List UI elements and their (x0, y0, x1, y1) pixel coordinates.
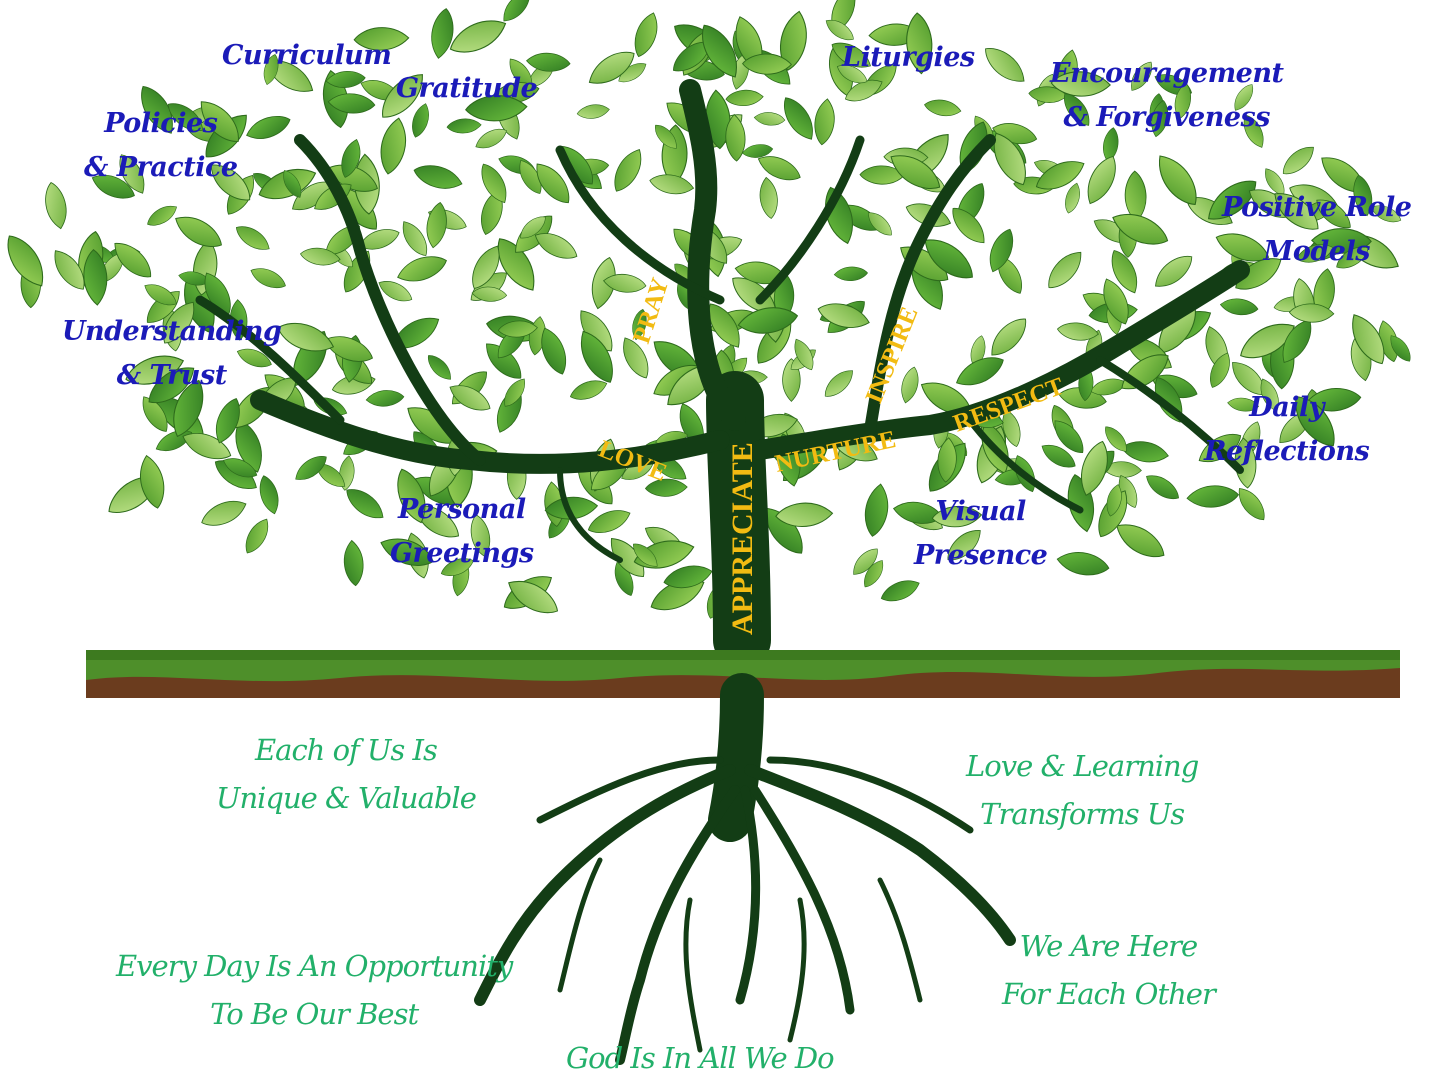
label-positive-role-models: Positive Role Models (1222, 192, 1412, 267)
leaf (922, 96, 963, 120)
leaf (341, 539, 366, 587)
label-gratitude: Gratitude (396, 73, 538, 104)
label-encouragement-forgiveness: Encouragement & Forgiveness (1050, 58, 1284, 133)
leaf (629, 9, 664, 61)
leaf (1232, 483, 1271, 526)
tree-branches (195, 79, 1250, 669)
leaf (819, 364, 859, 403)
leaf (1277, 140, 1320, 181)
leaf (877, 574, 923, 607)
label-understanding-trust: Understanding & Trust (62, 316, 282, 391)
leaf (410, 159, 466, 195)
leaf (897, 364, 923, 406)
leaf (575, 102, 611, 121)
leaf (427, 6, 458, 61)
leaf (724, 88, 765, 108)
label-visual-presence: Visual Presence (914, 496, 1048, 571)
label-every-day-opportunity: Every Day Is An Opportunity To Be Our Be… (116, 949, 513, 1031)
label-personal-greetings: Personal Greetings (390, 494, 534, 569)
leaf (983, 311, 1034, 363)
leaf (239, 514, 275, 558)
leaf (861, 481, 893, 539)
leaf (197, 494, 251, 533)
leaf (1061, 180, 1084, 216)
leaf (757, 175, 781, 220)
leaf (393, 249, 451, 288)
label-god-is-in-all: God Is In All We Do (566, 1041, 835, 1075)
leaf (446, 117, 483, 135)
leaf (340, 482, 390, 526)
leaf (1185, 483, 1240, 510)
leaf (143, 200, 181, 231)
leaf (1054, 547, 1112, 580)
leaf (1079, 151, 1124, 209)
label-love-learning-transforms: Love & Learning Transforms Us (966, 749, 1199, 831)
leaf (978, 40, 1032, 90)
leaf (607, 144, 649, 197)
leaf (1219, 296, 1260, 318)
leaf (1141, 469, 1184, 506)
leaf (375, 115, 411, 177)
branch-word-appreciate: APPRECIATE (726, 442, 759, 635)
leaf (169, 208, 228, 255)
leaf (1041, 245, 1089, 295)
label-each-of-us-unique: Each of Us Is Unique & Valuable (216, 733, 477, 815)
leaf (1119, 437, 1171, 466)
leaf (242, 110, 294, 145)
leaf (444, 11, 512, 62)
label-we-are-here: We Are Here For Each Other (1002, 929, 1216, 1011)
leaf (40, 179, 71, 232)
leaf (423, 200, 451, 250)
leaf (1148, 248, 1199, 295)
leaf (833, 265, 869, 282)
label-liturgies: Liturgies (842, 42, 975, 73)
label-policies-practice: Policies & Practice (84, 108, 238, 183)
tree-roots (474, 673, 1016, 1065)
leaf (255, 473, 283, 517)
leaf (231, 220, 275, 257)
leaf (365, 388, 406, 409)
label-curriculum: Curriculum (222, 40, 392, 71)
leaf (247, 262, 290, 294)
leaf (423, 350, 456, 385)
leaf (811, 97, 838, 147)
label-daily-reflections: Daily Reflections (1204, 392, 1370, 467)
leaf (647, 170, 696, 198)
leaf (753, 110, 786, 127)
